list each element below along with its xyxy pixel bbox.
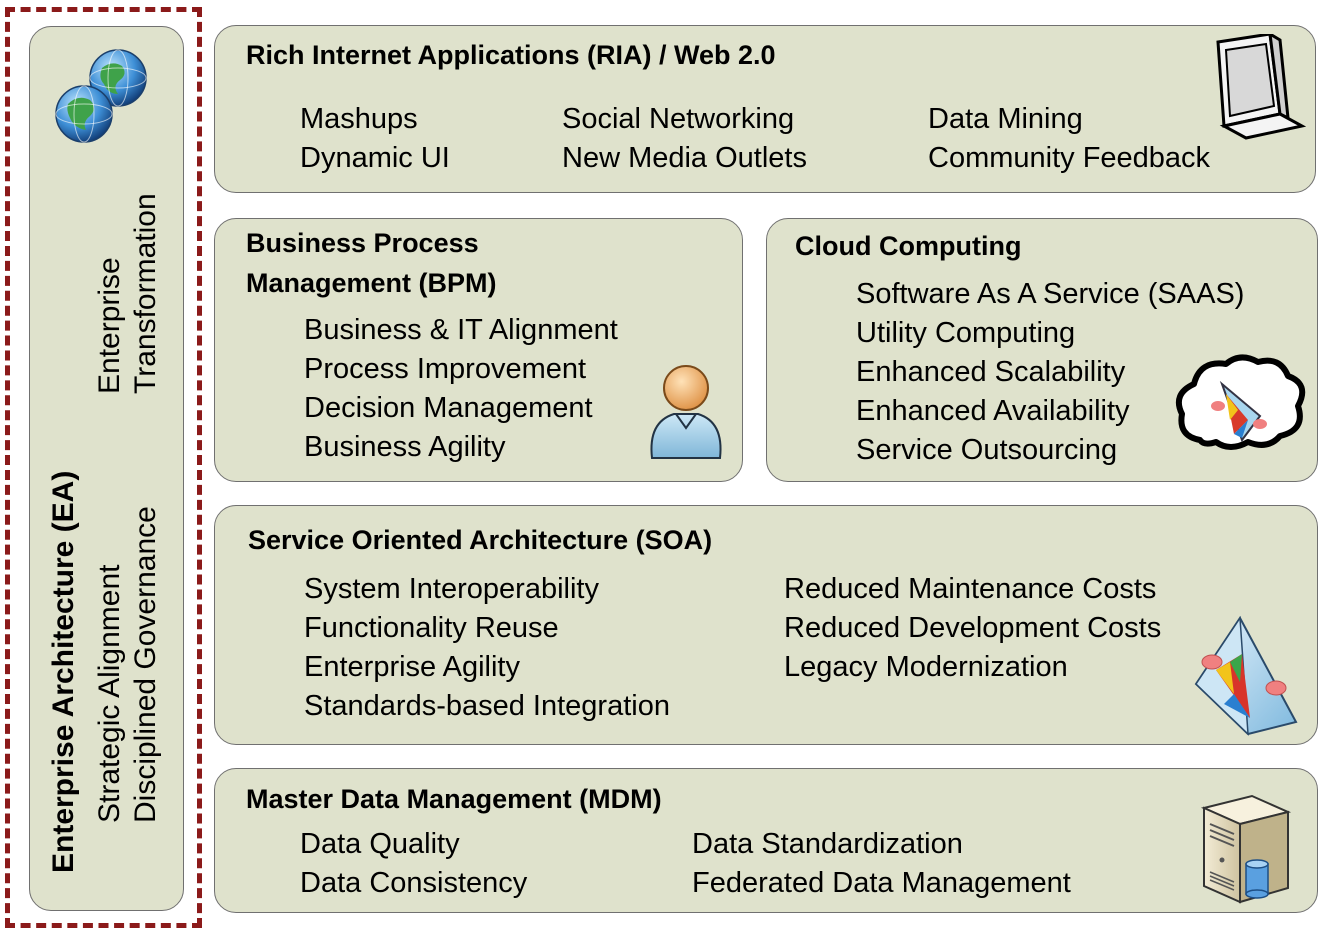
list-item: Enterprise Agility — [304, 651, 520, 683]
ea-disciplined-governance: Disciplined Governance — [129, 506, 162, 823]
soa-panel — [214, 505, 1318, 745]
list-item: Federated Data Management — [692, 867, 1071, 899]
mdm-panel — [214, 768, 1318, 913]
ria-title: Rich Internet Applications (RIA) / Web 2… — [246, 40, 776, 70]
list-item: Business & IT Alignment — [304, 314, 618, 346]
ea-transformation: Transformation — [129, 193, 162, 394]
ea-strategic-alignment: Strategic Alignment — [93, 564, 126, 823]
list-item: Business Agility — [304, 431, 506, 463]
list-item: Data Consistency — [300, 867, 528, 899]
user-icon — [650, 365, 722, 459]
cloud-icon — [1176, 354, 1306, 450]
list-item: Data Standardization — [692, 828, 963, 860]
list-item: Data Quality — [300, 828, 460, 860]
list-item: Process Improvement — [304, 353, 587, 385]
list-item: Mashups — [300, 103, 418, 135]
monitor-icon — [1216, 34, 1306, 140]
ea-dashed-frame — [5, 7, 202, 928]
bpm-title-line2: Management (BPM) — [246, 268, 497, 298]
list-item: Service Outsourcing — [856, 434, 1118, 466]
bpm-title-line1: Business Process — [246, 228, 479, 258]
list-item: Software As A Service (SAAS) — [856, 278, 1245, 310]
prism-icon — [1194, 615, 1298, 736]
cloud-title: Cloud Computing — [795, 231, 1022, 261]
ea-panel — [29, 26, 184, 911]
list-item: System Interoperability — [304, 573, 599, 605]
list-item: Decision Management — [304, 392, 593, 424]
list-item: Utility Computing — [856, 317, 1076, 349]
list-item: Enhanced Scalability — [856, 356, 1126, 388]
list-item: Dynamic UI — [300, 142, 450, 174]
list-item: Community Feedback — [928, 142, 1211, 174]
list-item: Reduced Development Costs — [784, 612, 1162, 644]
list-item: Social Networking — [562, 103, 795, 135]
ea-title: Enterprise Architecture (EA) — [47, 470, 80, 873]
ea-enterprise: Enterprise — [93, 257, 126, 394]
mdm-title: Master Data Management (MDM) — [246, 784, 662, 814]
globe-icon — [55, 49, 147, 143]
ria-panel — [214, 25, 1316, 193]
soa-title: Service Oriented Architecture (SOA) — [248, 525, 713, 555]
list-item: Functionality Reuse — [304, 612, 559, 644]
list-item: Standards-based Integration — [304, 690, 670, 722]
list-item: New Media Outlets — [562, 142, 807, 174]
list-item: Enhanced Availability — [856, 395, 1130, 427]
list-item: Legacy Modernization — [784, 651, 1068, 683]
server-icon — [1200, 794, 1292, 904]
list-item: Data Mining — [928, 103, 1083, 135]
list-item: Reduced Maintenance Costs — [784, 573, 1157, 605]
